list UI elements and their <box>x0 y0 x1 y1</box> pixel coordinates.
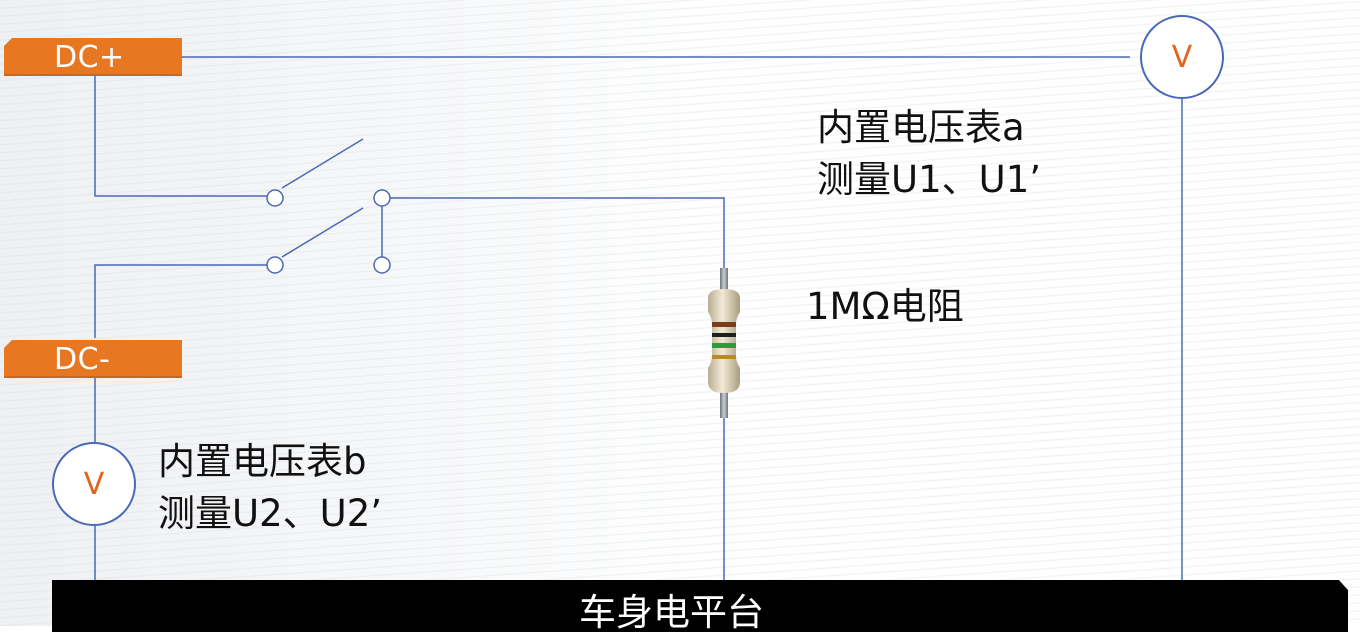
switch-contact <box>373 189 391 207</box>
resistor-band-gold <box>712 355 736 359</box>
switch-contact <box>266 189 284 207</box>
platform-label: 车身电平台 <box>579 591 764 634</box>
resistor-band-brown <box>712 322 736 327</box>
voltmeter-b-symbol: V <box>83 466 105 502</box>
resistor-label: 1MΩ电阻 <box>806 285 964 328</box>
meter-a-title: 内置电压表a <box>817 106 1025 149</box>
vehicle-body-platform: 车身电平台 <box>52 580 1348 632</box>
switch-blade-2 <box>281 207 364 258</box>
dc-plus-label: DC+ <box>54 40 125 75</box>
dc-minus-terminal: DC- <box>4 340 182 378</box>
voltmeter-b-icon: V <box>52 442 136 526</box>
dc-minus-label: DC- <box>54 342 111 377</box>
dc-plus-terminal: DC+ <box>4 38 182 76</box>
wire-dcminus-to-switch-2 <box>94 264 267 338</box>
switch-blade-1 <box>281 138 364 189</box>
switch-contact <box>266 256 284 274</box>
meter-b-title: 内置电压表b <box>158 440 367 483</box>
resistor-band-black <box>712 333 736 337</box>
wire-dcplus-to-switch-1 <box>94 76 267 197</box>
voltmeter-a-symbol: V <box>1171 39 1193 75</box>
resistor-icon <box>708 268 740 418</box>
double-switch-icon <box>266 138 391 274</box>
wire-switch-to-resistor <box>390 197 725 272</box>
meter-a-description: 测量U1、U1’ <box>817 158 1042 201</box>
resistor-band-green <box>712 343 736 348</box>
switch-contact <box>373 256 391 274</box>
voltmeter-a-icon: V <box>1140 15 1224 99</box>
meter-b-description: 测量U2、U2’ <box>158 492 383 535</box>
